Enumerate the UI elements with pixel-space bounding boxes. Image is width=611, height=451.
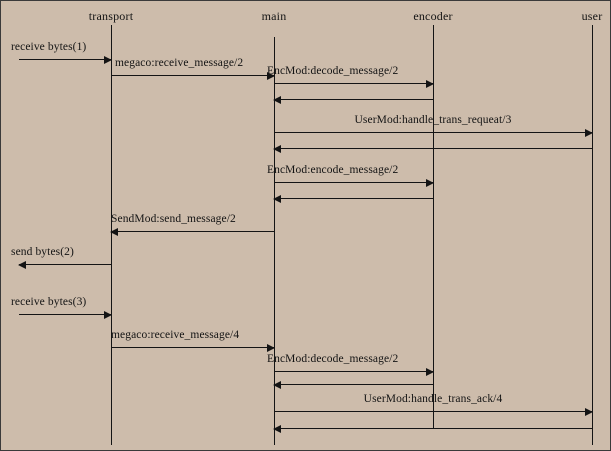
- message-label-receive-bytes-3: receive bytes(3): [11, 296, 87, 308]
- message-arrow-megaco-receive-message-4: [111, 343, 275, 352]
- message-label-receive-bytes-1: receive bytes(1): [11, 41, 87, 53]
- arrow-head-icon: [273, 95, 281, 104]
- message-arrow-receive-bytes-3: [19, 310, 112, 319]
- message-arrow-encmod-encode-message-2: [274, 178, 434, 187]
- arrow-head-icon: [104, 55, 112, 64]
- arrow-head-icon: [273, 144, 281, 153]
- arrow-head-icon: [104, 310, 112, 319]
- arrow-head-icon: [18, 260, 26, 269]
- message-label-megaco-receive-message-2: megaco:receive_message/2: [115, 57, 244, 69]
- message-label-usermod-handle-trans-ack-4: UserMod:handle_trans_ack/4: [363, 393, 503, 405]
- message-arrow-encmod-decode-return-b: [273, 380, 433, 389]
- message-arrow-encmod-decode-message-2-b: [274, 367, 434, 376]
- lifeline-header-encoder: encoder: [413, 9, 453, 23]
- message-arrow-usermod-handle-trans-ack-return: [273, 424, 592, 433]
- arrow-head-icon: [267, 71, 275, 80]
- arrow-head-icon: [110, 227, 118, 236]
- arrow-head-icon: [585, 128, 593, 137]
- message-arrow-receive-bytes-1: [19, 55, 112, 64]
- arrow-head-icon: [585, 407, 593, 416]
- message-arrow-sendmod-send-message-2: [110, 227, 274, 236]
- arrow-head-icon: [426, 178, 434, 187]
- message-arrow-usermod-handle-trans-requeat-3: [274, 128, 593, 137]
- message-arrow-encmod-decode-message-2-a: [274, 79, 434, 88]
- message-label-encmod-decode-message-2-b: EncMod:decode_message/2: [267, 353, 399, 365]
- message-arrow-encmod-decode-return-a: [273, 95, 433, 104]
- arrow-head-icon: [426, 79, 434, 88]
- message-label-encmod-decode-message-2-a: EncMod:decode_message/2: [267, 65, 399, 77]
- lifeline-header-main: main: [261, 9, 287, 23]
- arrow-head-icon: [273, 380, 281, 389]
- message-label-usermod-handle-trans-requeat-3: UserMod:handle_trans_requeat/3: [354, 114, 512, 126]
- message-arrow-usermod-handle-trans-ack-4: [274, 407, 593, 416]
- message-arrow-send-bytes-2: [18, 260, 111, 269]
- message-label-send-bytes-2: send bytes(2): [11, 246, 74, 258]
- lifeline-line-user: [592, 25, 593, 445]
- lifeline-line-main: [274, 37, 275, 445]
- message-label-sendmod-send-message-2: SendMod:send_message/2: [111, 213, 236, 225]
- message-arrow-encmod-encode-return: [273, 194, 433, 203]
- message-arrow-megaco-receive-message-2: [111, 71, 275, 80]
- message-label-megaco-receive-message-4: megaco:receive_message/4: [111, 329, 240, 341]
- message-arrow-usermod-handle-trans-requeat-return: [273, 144, 592, 153]
- lifeline-header-user: user: [581, 9, 603, 23]
- lifeline-header-transport: transport: [88, 9, 134, 23]
- arrow-head-icon: [267, 343, 275, 352]
- message-label-encmod-encode-message-2: EncMod:encode_message/2: [267, 164, 399, 176]
- arrow-head-icon: [273, 194, 281, 203]
- arrow-head-icon: [426, 367, 434, 376]
- lifeline-line-encoder: [433, 25, 434, 428]
- arrow-head-icon: [273, 424, 281, 433]
